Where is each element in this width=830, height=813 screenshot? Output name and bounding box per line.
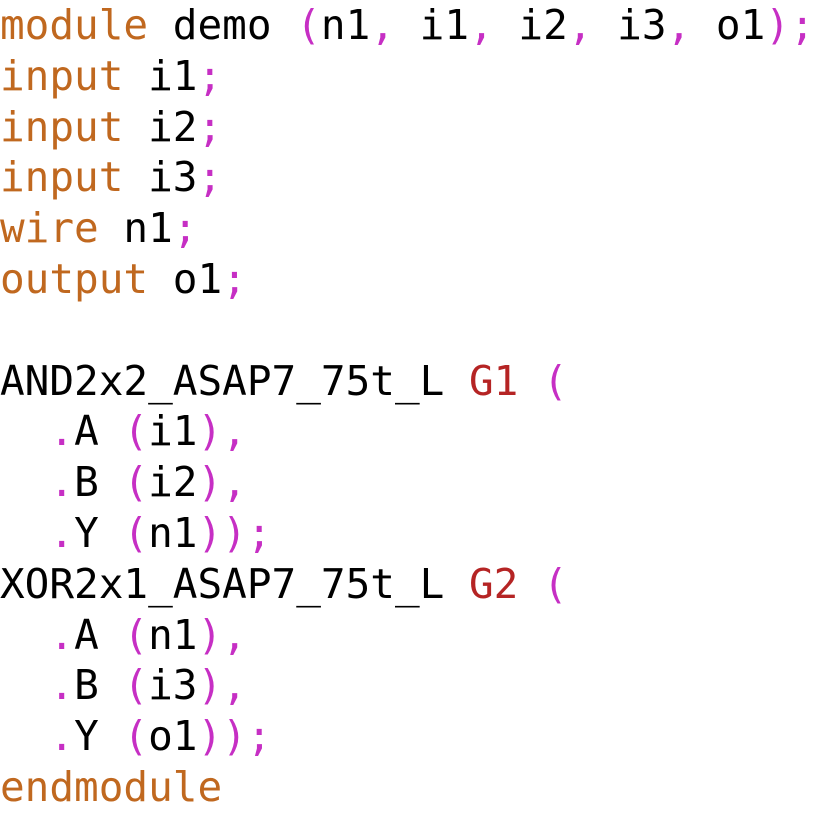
code-line: .B (i2), bbox=[0, 457, 815, 508]
identifier-token: XOR2x1_ASAP7_75t_L bbox=[0, 559, 469, 608]
identifier-token bbox=[0, 661, 49, 709]
identifier-token bbox=[0, 509, 49, 557]
identifier-token: i1 bbox=[148, 407, 198, 456]
identifier-token: i3 bbox=[148, 661, 198, 710]
code-line: AND2x2_ASAP7_75t_L G1 ( bbox=[0, 356, 815, 407]
punctuation-token: ( bbox=[518, 356, 568, 405]
identifier-token: i1 bbox=[394, 1, 470, 49]
identifier-token: n1 bbox=[148, 508, 198, 557]
punctuation-token: )); bbox=[197, 712, 272, 761]
instance-name-token: G2 bbox=[469, 559, 519, 608]
identifier-token: n1 bbox=[320, 1, 371, 49]
punctuation-token: , bbox=[469, 1, 494, 49]
identifier-token: B bbox=[74, 458, 124, 507]
punctuation-token: ; bbox=[197, 51, 223, 100]
code-line: .A (i1), bbox=[0, 406, 815, 457]
identifier-token: Y bbox=[74, 508, 124, 557]
code-line: input i3; bbox=[0, 152, 815, 203]
blank-code-line bbox=[0, 305, 815, 356]
identifier-token: i3 bbox=[123, 153, 198, 202]
identifier-token: A bbox=[74, 407, 124, 456]
identifier-token: i1 bbox=[123, 51, 198, 100]
code-line: .A (n1), bbox=[0, 610, 815, 661]
punctuation-token: , bbox=[666, 1, 692, 49]
code-line: .Y (o1)); bbox=[0, 711, 815, 762]
punctuation-token: ; bbox=[172, 204, 198, 253]
identifier-token: B bbox=[74, 661, 124, 710]
code-line: endmodule bbox=[0, 762, 815, 813]
punctuation-token: ; bbox=[222, 254, 247, 303]
punctuation-token: ; bbox=[197, 153, 223, 202]
punctuation-token: ( bbox=[518, 559, 568, 608]
punctuation-token: . bbox=[49, 610, 75, 659]
punctuation-token: . bbox=[49, 458, 75, 507]
identifier-token: i2 bbox=[148, 458, 198, 507]
keyword-token: input bbox=[0, 51, 124, 100]
punctuation-token: ), bbox=[197, 610, 247, 659]
identifier-token: o1 bbox=[691, 1, 766, 49]
punctuation-token: ( bbox=[123, 508, 149, 557]
identifier-token: demo bbox=[148, 1, 297, 49]
punctuation-token: ( bbox=[123, 407, 149, 456]
code-line: output o1; bbox=[0, 254, 815, 305]
identifier-token: A bbox=[74, 610, 124, 659]
punctuation-token: ), bbox=[197, 407, 247, 456]
punctuation-token: ( bbox=[123, 610, 149, 659]
keyword-token: input bbox=[0, 153, 124, 202]
punctuation-token: ), bbox=[197, 458, 247, 507]
code-line: input i1; bbox=[0, 51, 815, 102]
identifier-token: o1 bbox=[148, 254, 223, 303]
identifier-token: n1 bbox=[98, 204, 173, 253]
identifier-token bbox=[0, 712, 49, 760]
code-line: XOR2x1_ASAP7_75t_L G2 ( bbox=[0, 559, 815, 610]
keyword-token: endmodule bbox=[0, 762, 223, 811]
keyword-token: wire bbox=[0, 204, 99, 253]
punctuation-token: . bbox=[49, 407, 75, 456]
identifier-token: Y bbox=[74, 712, 124, 761]
identifier-token: n1 bbox=[148, 610, 198, 659]
identifier-token: i3 bbox=[592, 1, 667, 49]
identifier-token: i2 bbox=[123, 102, 198, 151]
punctuation-token: ( bbox=[296, 1, 321, 49]
code-line: wire n1; bbox=[0, 203, 815, 254]
identifier-token bbox=[0, 458, 49, 506]
punctuation-token: ), bbox=[197, 661, 247, 710]
code-line: module demo (n1, i1, i2, i3, o1); bbox=[0, 0, 815, 51]
punctuation-token: ( bbox=[123, 712, 149, 761]
punctuation-token: ( bbox=[123, 458, 149, 507]
code-line: input i2; bbox=[0, 102, 815, 153]
identifier-token bbox=[0, 407, 49, 455]
keyword-token: input bbox=[0, 102, 124, 151]
punctuation-token: ; bbox=[197, 102, 223, 151]
punctuation-token: . bbox=[49, 508, 75, 557]
code-line: .Y (n1)); bbox=[0, 508, 815, 559]
code-line: .B (i3), bbox=[0, 660, 815, 711]
punctuation-token: , bbox=[567, 1, 593, 49]
instance-name-token: G1 bbox=[469, 356, 519, 405]
identifier-token: AND2x2_ASAP7_75t_L bbox=[0, 356, 469, 405]
identifier-token: i2 bbox=[493, 1, 568, 49]
punctuation-token: ( bbox=[123, 661, 149, 710]
keyword-token: module bbox=[0, 1, 149, 49]
identifier-token bbox=[0, 611, 49, 659]
punctuation-token: . bbox=[49, 661, 75, 710]
punctuation-token: . bbox=[49, 712, 75, 761]
punctuation-token: )); bbox=[197, 508, 272, 557]
keyword-token: output bbox=[0, 254, 149, 303]
identifier-token: o1 bbox=[148, 712, 198, 761]
punctuation-token: ); bbox=[765, 1, 815, 49]
punctuation-token: , bbox=[370, 1, 395, 49]
